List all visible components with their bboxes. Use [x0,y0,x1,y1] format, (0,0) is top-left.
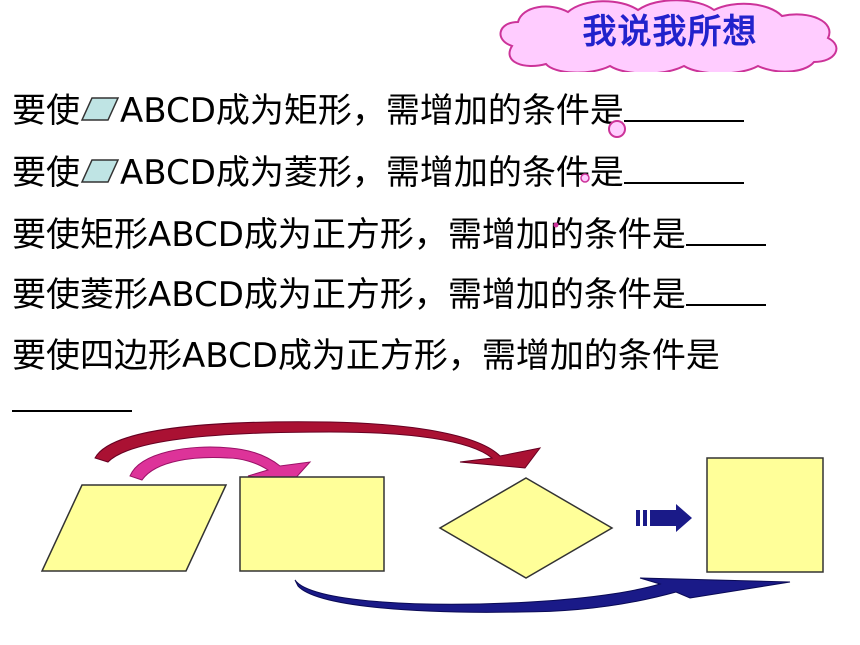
square-shape [706,457,824,573]
arrow-parallelogram-to-rhombus [94,421,542,469]
page-title: 我说我所想 [582,12,758,52]
question-quad-blank-line [12,380,132,421]
title-cloud [499,0,838,72]
cloud-shape [499,0,838,72]
rhombus-shape [438,477,614,579]
arrow-rectangle-to-square [294,577,791,613]
question-quad-to-square: 要使四边形ABCD成为正方形，需增加的条件是 [12,336,720,376]
parallelogram-icon [80,159,120,183]
rectangle-shape [239,476,385,572]
parallelogram-shape [40,484,228,572]
marker-dot [553,222,559,228]
answer-blank[interactable] [685,274,766,306]
answer-blank[interactable] [623,90,744,122]
question-rhombus-to-square: 要使菱形ABCD成为正方形，需增加的条件是 [12,274,766,315]
answer-blank[interactable] [12,380,132,412]
marker-dot [580,173,590,183]
question-rect-to-square: 要使矩形ABCD成为正方形，需增加的条件是 [12,214,766,255]
answer-blank[interactable] [685,214,766,246]
arrow-rhombus-to-square [636,504,692,532]
parallelogram-icon [80,97,120,121]
marker-dot [608,120,626,138]
answer-blank[interactable] [623,152,744,184]
